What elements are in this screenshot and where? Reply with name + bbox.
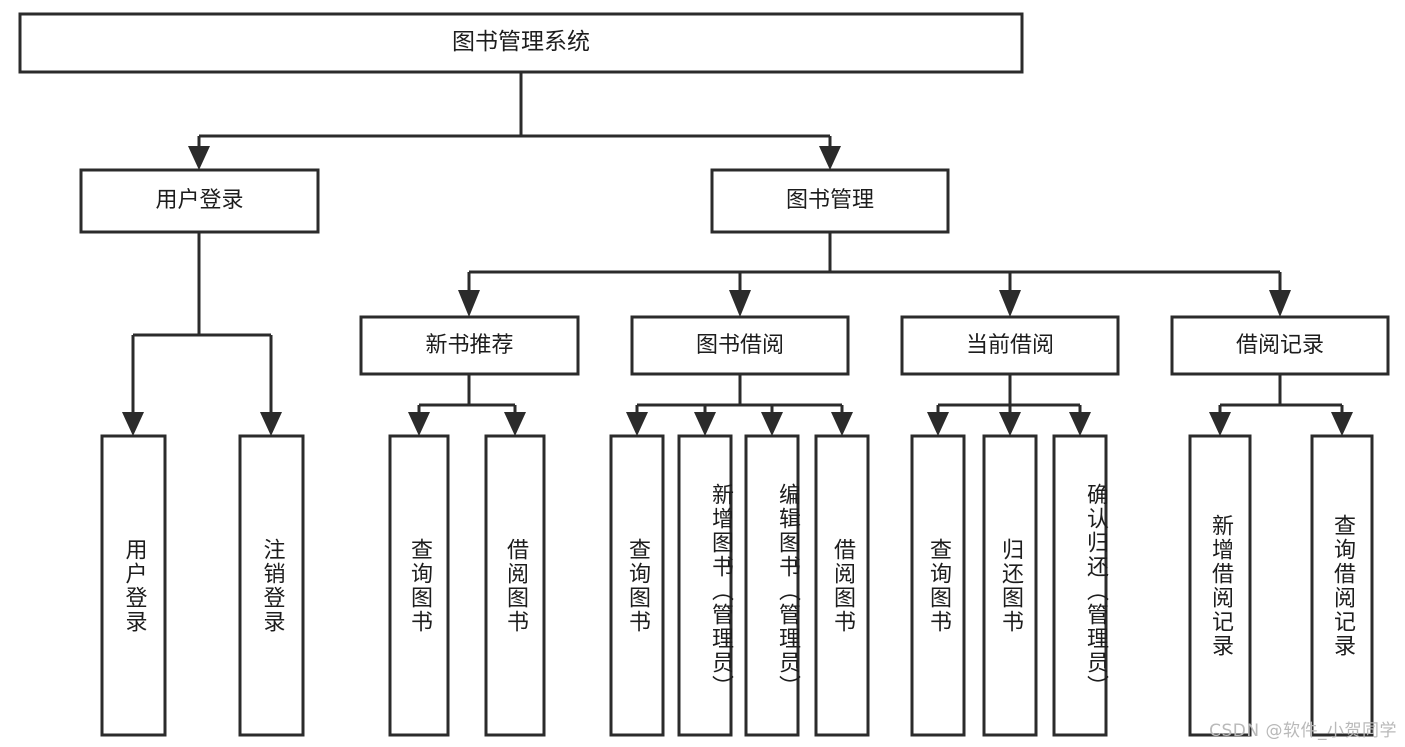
arrow-head-icon <box>458 290 480 317</box>
arrow-head-icon <box>831 412 853 436</box>
node-box-leaf-edit-book[interactable] <box>744 434 800 737</box>
watermark-text: CSDN @软件_小贺同学 <box>1209 721 1397 741</box>
connector-root-to-level1 <box>188 72 841 170</box>
node-box-book-manage[interactable] <box>710 168 950 234</box>
node-box-book-borrow[interactable] <box>630 315 850 376</box>
arrow-head-icon <box>1331 412 1353 436</box>
node-box-root[interactable] <box>18 12 1024 74</box>
connector-book-manage-to-level2 <box>458 232 1291 317</box>
arrow-head-icon <box>999 290 1021 317</box>
arrow-head-icon <box>626 412 648 436</box>
arrow-head-icon <box>729 290 751 317</box>
node-box-leaf-add-borrow-record[interactable] <box>1188 434 1252 737</box>
arrow-head-icon <box>694 412 716 436</box>
arrow-head-icon <box>260 412 282 436</box>
arrow-head-icon <box>122 412 144 436</box>
node-box-borrow-record[interactable] <box>1170 315 1390 376</box>
node-box-leaf-query-book-rec[interactable] <box>388 434 450 737</box>
arrow-head-icon <box>819 146 841 170</box>
node-box-leaf-query-book-cur[interactable] <box>910 434 966 737</box>
node-box-leaf-query-borrow-record[interactable] <box>1310 434 1374 737</box>
connector-current-borrow-to-leaves <box>927 374 1091 436</box>
arrow-head-icon <box>188 146 210 170</box>
connector-new-book-recommend-to-leaves <box>408 374 526 436</box>
arrow-head-icon <box>927 412 949 436</box>
arrow-head-icon <box>999 412 1021 436</box>
node-box-current-borrow[interactable] <box>900 315 1120 376</box>
arrow-head-icon <box>408 412 430 436</box>
node-box-leaf-return-book[interactable] <box>982 434 1038 737</box>
connector-borrow-record-to-leaves <box>1209 374 1353 436</box>
node-box-leaf-add-book[interactable] <box>677 434 733 737</box>
node-box-leaf-borrow-book[interactable] <box>814 434 870 737</box>
connector-user-login-to-leaves <box>122 232 282 436</box>
node-box-leaf-borrow-book-rec[interactable] <box>484 434 546 737</box>
node-box-leaf-confirm-return[interactable] <box>1052 434 1108 737</box>
arrow-head-icon <box>1209 412 1231 436</box>
node-box-user-login[interactable] <box>79 168 320 234</box>
arrow-head-icon <box>504 412 526 436</box>
node-box-leaf-user-logout[interactable] <box>238 434 305 737</box>
connector-book-borrow-to-leaves <box>626 374 853 436</box>
node-box-new-book-recommend[interactable] <box>359 315 580 376</box>
arrow-head-icon <box>761 412 783 436</box>
node-box-leaf-user-login[interactable] <box>100 434 167 737</box>
node-box-leaf-query-book-borrow[interactable] <box>609 434 665 737</box>
arrow-head-icon <box>1269 290 1291 317</box>
arrow-head-icon <box>1069 412 1091 436</box>
